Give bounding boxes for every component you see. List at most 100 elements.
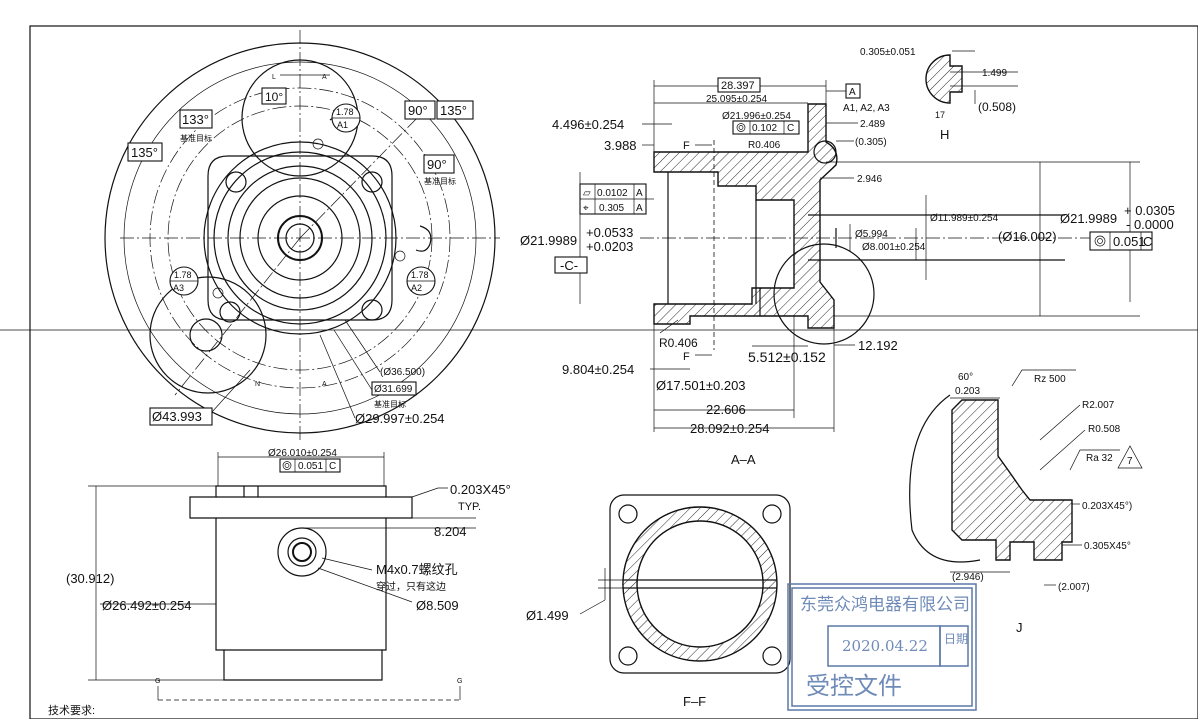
gdt-right-ref: C [1143, 234, 1152, 249]
dim-dia-26-492: Ø26.492±0.254 [102, 598, 192, 613]
dim-j-r2-007: R2.007 [1082, 400, 1115, 411]
dim-h-1-499: 1.499 [982, 68, 1007, 79]
dim-0-305-paren: (0.305) [855, 137, 887, 148]
roughness-ra32-grade: 7 [1127, 456, 1133, 467]
dim-5-512: 5.512±0.152 [748, 349, 826, 365]
dim-j-2-007: (2.007) [1058, 582, 1090, 593]
dia-right: Ø21.9989 [1060, 211, 1117, 226]
dim-dia-8-001: Ø8.001±0.254 [862, 242, 926, 253]
side-gdt-val: 0.051 [298, 461, 323, 472]
section-mark-a-top: A [322, 74, 327, 81]
dim-dia-1-499: Ø1.499 [526, 608, 569, 623]
target-a2-id: A2 [411, 283, 422, 293]
dim-j-0-305x45: 0.305X45° [1084, 541, 1131, 552]
section-mark-f-bottom: F [683, 351, 690, 363]
angle-135-left: 135° [131, 145, 158, 160]
dim-25-095: 25.095±0.254 [706, 94, 768, 105]
datum-target-label-1: 基准目标 [180, 133, 212, 143]
dim-h-0-508: (0.508) [978, 100, 1016, 114]
gdt-left-ref-1: A [636, 188, 643, 199]
gdt-left-sym-1: ▱ [583, 188, 591, 199]
dim-dia-26-010: Ø26.010±0.254 [268, 448, 337, 459]
dim-dia-17-501: Ø17.501±0.203 [656, 378, 746, 393]
target-a2-size: 1.78 [411, 270, 429, 280]
front-view: L A A N 10° 133° 基准目标 135° 90° 135° 90° … [104, 30, 500, 440]
dim-dia-16-002: (Ø16.002) [998, 229, 1057, 244]
gdt-0-102-ref: C [787, 123, 794, 134]
gdt-right-val: 0.051 [1113, 234, 1146, 249]
dim-dia-11-989: Ø11.989±0.254 [930, 213, 999, 224]
datum-c: -C- [560, 258, 578, 273]
gdt-left-val-2: 0.305 [599, 203, 624, 214]
dia-left: Ø21.9989 [520, 233, 577, 248]
dim-j-2-946: (2.946) [952, 572, 984, 583]
datum-a: A [849, 87, 856, 98]
section-f-f: Ø1.499 F–F [526, 494, 791, 709]
dim-r0-406-top: R0.406 [748, 140, 781, 151]
section-a-a-title: A–A [731, 452, 756, 467]
datum-targets-list: A1, A2, A3 [843, 103, 890, 114]
target-a1-id: A1 [337, 120, 348, 130]
section-mark-l: L [272, 74, 276, 81]
dim-dia-31-699: Ø31.699 [374, 384, 413, 395]
detail-j-title: J [1016, 620, 1023, 635]
dim-2-946: 2.946 [857, 174, 882, 185]
technical-requirements-heading: 技术要求: [48, 704, 95, 717]
section-mark-f-top: F [683, 140, 690, 152]
thread-callout: M4x0.7螺纹孔 [376, 562, 458, 577]
stamp-date-label: 日期 [944, 632, 968, 646]
stamp-date: 2020.04.22 [842, 637, 928, 655]
dim-2-489: 2.489 [860, 119, 885, 130]
dim-j-60: 60° [958, 372, 973, 383]
dim-12-192: 12.192 [858, 338, 898, 353]
dim-h-17: 17 [935, 110, 945, 120]
control-stamp: 东莞众鸿电器有限公司 2020.04.22 日期 受控文件 [787, 583, 977, 711]
dim-30-912: (30.912) [66, 571, 114, 586]
gdt-left-val-1: 0.0102 [597, 188, 628, 199]
dim-28-397: 28.397 [721, 80, 755, 92]
dim-28-092: 28.092±0.254 [690, 421, 769, 436]
dim-h-0-305: 0.305±0.051 [860, 47, 916, 58]
dim-dia-5-994: Ø5.994 [855, 229, 888, 240]
dim-j-0-203: 0.203 [955, 386, 980, 397]
section-mark-a-bottom: A [322, 381, 327, 388]
dim-9-804: 9.804±0.254 [562, 362, 634, 377]
dim-chamfer: 0.203X45° [450, 482, 511, 497]
section-mark-g-left: G [155, 678, 160, 685]
detail-h-title: H [940, 127, 949, 142]
roughness-rz500: Rz 500 [1034, 374, 1066, 385]
detail-h: 0.305±0.051 1.499 (0.508) 17 H [860, 47, 1018, 142]
tol-left-lower: +0.0203 [586, 239, 633, 254]
sheet-border [29, 25, 1198, 719]
angle-10: 10° [265, 90, 283, 104]
datum-target-label-2: 基准目标 [424, 176, 456, 186]
gdt-left-ref-2: A [636, 203, 643, 214]
section-mark-n: N [255, 381, 260, 388]
detail-j: 60° 0.203 Rz 500 R2.007 R0.508 Ra 32 7 0… [909, 369, 1143, 635]
stamp-controlled: 受控文件 [806, 672, 902, 700]
angle-90-right: 90° [427, 157, 447, 172]
tol-right-upper: + 0.0305 [1124, 203, 1175, 218]
dim-dia-21-996: Ø21.996±0.254 [722, 111, 791, 122]
target-a3-size: 1.78 [174, 270, 192, 280]
dim-3-988: 3.988 [604, 138, 637, 153]
dim-8-204: 8.204 [434, 524, 467, 539]
dim-j-0-203x45: 0.203X45°) [1082, 501, 1132, 512]
angle-133: 133° [182, 112, 209, 127]
tol-right-lower: - 0.0000 [1126, 217, 1174, 232]
thread-note: 穿过，只有这边 [376, 580, 446, 593]
dim-dia-36-5: (Ø36.500) [380, 367, 425, 378]
stamp-company: 东莞众鸿电器有限公司 [800, 595, 970, 615]
side-view: Ø26.010±0.254 0.051 C 0.203X45° TYP. 8.2… [66, 448, 511, 701]
dim-dia-29-997: Ø29.997±0.254 [355, 411, 445, 426]
gdt-0-102: 0.102 [752, 123, 777, 134]
section-mark-g-right: G [457, 678, 462, 685]
angle-90-top: 90° [408, 103, 428, 118]
section-a-a: 28.397 25.095±0.254 Ø21.996±0.254 0.102 … [520, 77, 1175, 467]
gdt-left-sym-2: ⌖ [583, 203, 589, 214]
target-a1-size: 1.78 [336, 107, 354, 117]
dim-dia-43-993: Ø43.993 [152, 409, 202, 424]
dim-j-r0-508: R0.508 [1088, 424, 1121, 435]
target-a3-id: A3 [173, 283, 184, 293]
datum-target-label-3: 基准目标 [374, 399, 406, 409]
